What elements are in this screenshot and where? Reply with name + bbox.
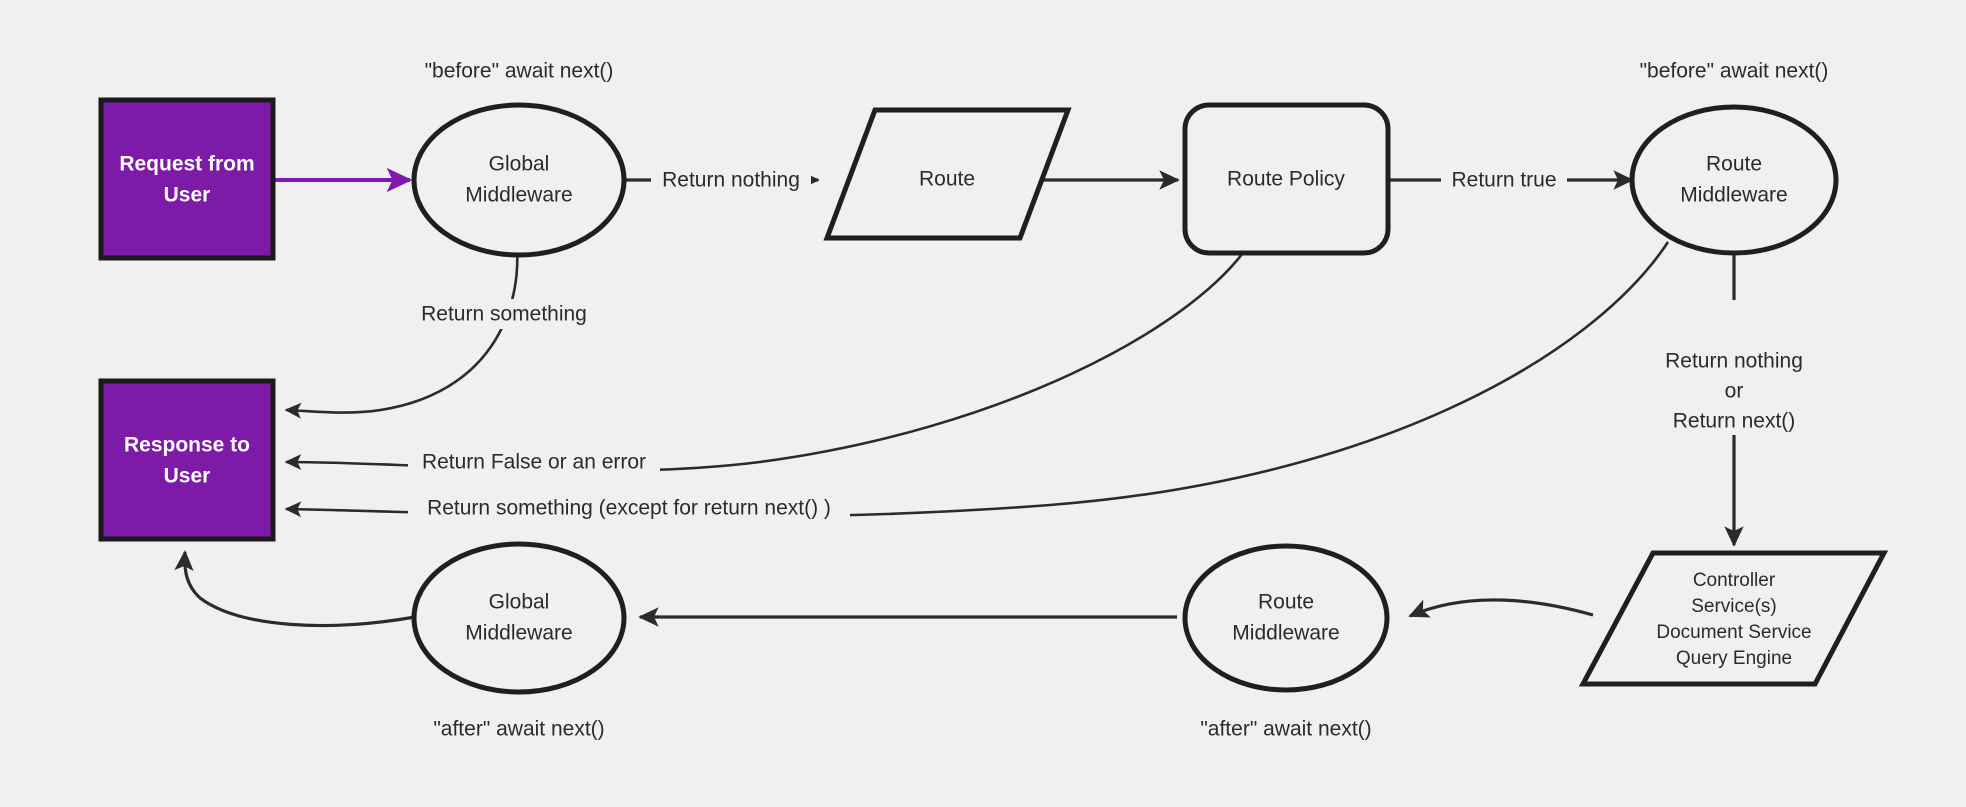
route-middleware-top-label-line1: Route [1706, 153, 1762, 176]
node-response-to-user[interactable]: Response to User [98, 378, 276, 542]
route-label: Route [919, 168, 975, 191]
node-route[interactable]: Route [823, 107, 1072, 241]
controller-shape [1578, 550, 1889, 687]
node-route-middleware-bottom[interactable]: Route Middleware [1182, 543, 1390, 693]
edge-label-return-something-except-next-text: Return something (except for return next… [427, 497, 831, 520]
edge-route-policy-to-response [284, 245, 1250, 473]
edge-label-return-false-or-error-text: Return False or an error [422, 451, 646, 474]
node-controller-services[interactable]: Controller Service(s) Document Service Q… [1578, 550, 1889, 687]
edge-label-return-something-text: Return something [421, 303, 587, 326]
edge-label-return-nothing-or-next-line2: or [1725, 380, 1744, 403]
node-request-from-user[interactable]: Request from User [98, 97, 276, 261]
edge-global-middleware-bottom-to-response [174, 550, 416, 628]
edge-label-return-nothing-text: Return nothing [662, 169, 800, 192]
global-middleware-top-label-line2: Middleware [465, 184, 572, 207]
edge-label-return-nothing: Return nothing [651, 165, 811, 195]
request-box-label-line2: User [164, 184, 211, 207]
global-middleware-bottom-label-line2: Middleware [465, 622, 572, 645]
route-middleware-top-shape [1629, 104, 1839, 256]
controller-label-line2: Service(s) [1691, 596, 1777, 617]
global-middleware-bottom-label-line1: Global [489, 591, 550, 614]
edge-label-return-nothing-or-next-line3: Return next() [1673, 410, 1796, 433]
node-global-middleware-bottom[interactable]: Global Middleware [411, 541, 627, 695]
global-middleware-top-label-line1: Global [489, 153, 550, 176]
edge-controller-to-route-middleware-bottom [1408, 598, 1594, 618]
node-route-policy[interactable]: Route Policy [1182, 102, 1391, 256]
annotation-after-route-middleware: "after" await next() [1200, 718, 1371, 741]
controller-label-line3: Document Service [1656, 622, 1811, 643]
route-middleware-bottom-shape [1182, 543, 1390, 693]
request-box-shape [98, 97, 276, 261]
node-global-middleware-top[interactable]: Global Middleware [411, 102, 627, 258]
edge-global-middleware-to-response [284, 248, 519, 419]
annotation-after-global-middleware: "after" await next() [433, 718, 604, 741]
controller-label-line1: Controller [1693, 570, 1776, 591]
global-middleware-top-shape [411, 102, 627, 258]
edge-label-return-something-except-next: Return something (except for return next… [408, 494, 850, 524]
annotation-before-route-middleware: "before" await next() [1640, 60, 1829, 83]
request-box-label-line1: Request from [119, 153, 254, 176]
edge-label-return-nothing-or-next-line1: Return nothing [1665, 350, 1803, 373]
node-route-middleware-top[interactable]: Route Middleware [1629, 104, 1839, 256]
response-box-label-line2: User [164, 465, 211, 488]
route-shape [823, 107, 1072, 241]
route-policy-label: Route Policy [1227, 168, 1345, 191]
annotation-before-global-middleware: "before" await next() [425, 60, 614, 83]
edge-label-return-true-text: Return true [1451, 169, 1556, 192]
edge-label-return-nothing-or-next: Return nothing or Return next() [1650, 343, 1820, 435]
route-policy-shape [1182, 102, 1391, 256]
edge-label-return-false-or-error: Return False or an error [408, 448, 660, 478]
route-middleware-bottom-label-line2: Middleware [1232, 622, 1339, 645]
global-middleware-bottom-shape [411, 541, 627, 695]
response-box-shape [98, 378, 276, 542]
route-middleware-top-label-line2: Middleware [1680, 184, 1787, 207]
edge-label-return-true: Return true [1441, 165, 1567, 195]
route-middleware-bottom-label-line1: Route [1258, 591, 1314, 614]
edge-label-return-something: Return something [410, 299, 598, 329]
response-box-label-line1: Response to [124, 434, 250, 457]
controller-label-line4: Query Engine [1676, 648, 1792, 669]
